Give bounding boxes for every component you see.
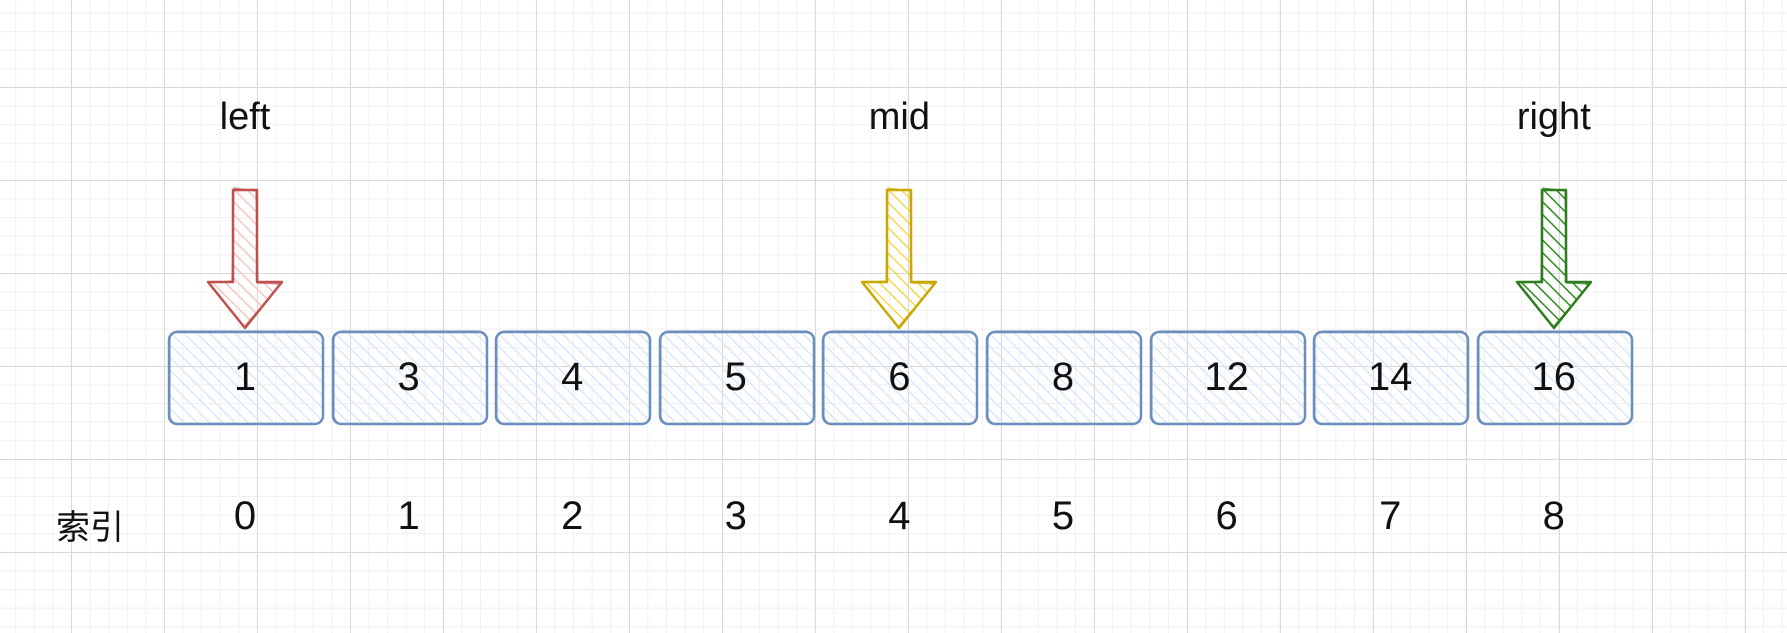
index-value: 8 — [1542, 494, 1565, 538]
index-value: 1 — [397, 494, 420, 538]
index-value: 3 — [724, 494, 747, 538]
down-arrow-icon — [861, 187, 938, 330]
array-cell-value: 6 — [888, 354, 911, 399]
array-cell-box — [1149, 330, 1306, 426]
array-cell-box — [822, 330, 979, 426]
index-value: 7 — [1379, 494, 1402, 538]
array-cell-value: 1 — [233, 354, 257, 399]
array-cell-value: 5 — [724, 354, 747, 399]
array-cell-box — [494, 330, 652, 426]
array-cell-box — [985, 330, 1143, 426]
array-cell: 5 — [658, 330, 816, 426]
pointer-label-left: left — [219, 96, 271, 138]
array-cell: 6 — [821, 330, 979, 426]
array-cell: 3 — [331, 330, 488, 426]
index-value: 0 — [233, 494, 257, 538]
array-cell-box — [331, 330, 488, 426]
array-cell: 12 — [1149, 330, 1306, 426]
array-cell-box — [167, 330, 325, 426]
array-cell-value: 3 — [397, 354, 420, 399]
index-value: 4 — [888, 494, 911, 538]
array-cell: 4 — [494, 330, 652, 426]
pointer-label-mid: mid — [868, 96, 930, 138]
index-row-label: 索引 — [56, 508, 124, 548]
index-value: 2 — [561, 494, 584, 538]
array-cell-box — [1476, 330, 1634, 426]
down-arrow-icon — [206, 187, 284, 330]
array-cell-value: 12 — [1204, 354, 1249, 399]
index-value: 5 — [1051, 494, 1075, 538]
array-cell-value: 4 — [561, 354, 584, 399]
down-arrow-icon — [1515, 187, 1593, 330]
index-value: 6 — [1215, 494, 1238, 538]
array-cell-value: 16 — [1531, 354, 1577, 399]
array-cell-value: 8 — [1051, 354, 1075, 399]
array-cell: 16 — [1476, 330, 1634, 426]
array-cell: 8 — [985, 330, 1143, 426]
array-cell: 14 — [1312, 330, 1470, 426]
array-cell-box — [1312, 330, 1470, 426]
array-cell-box — [658, 330, 816, 426]
array-cell-value: 14 — [1367, 354, 1413, 399]
array-cell: 1 — [167, 330, 325, 426]
pointer-label-right: right — [1516, 96, 1591, 138]
